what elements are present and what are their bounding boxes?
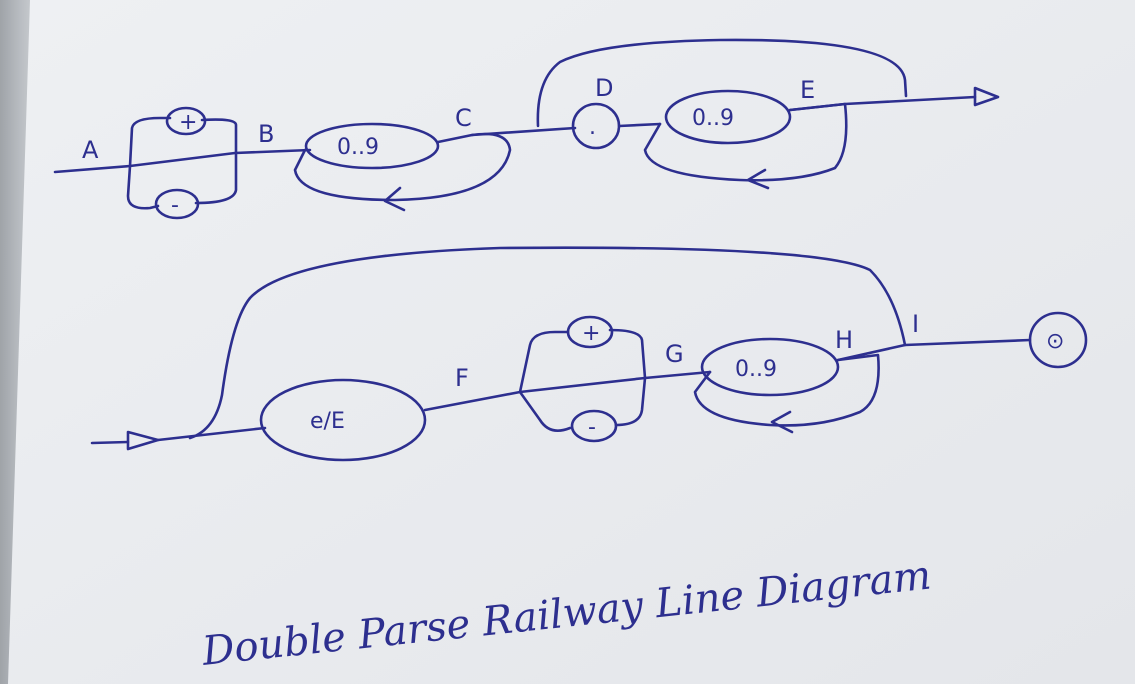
paper-sheet (8, 0, 1135, 684)
label-c: C (455, 104, 472, 132)
row1-loop2-arrow (746, 168, 770, 190)
row-2-railway (90, 246, 1088, 462)
row1-digits1-token: 0..9 (337, 135, 379, 160)
row-1-railway (53, 38, 1000, 220)
row2-plus-node[interactable] (566, 315, 614, 349)
label-i: I (912, 310, 919, 338)
label-g: G (665, 340, 684, 368)
row2-bypass-arc (188, 246, 907, 440)
row2-minus-token: - (588, 415, 596, 440)
row1-digits2-token: 0..9 (692, 106, 734, 131)
row2-digits-token: 0..9 (735, 357, 777, 382)
row1-bypass-arc (536, 38, 908, 128)
row2-entry-arrow (126, 430, 160, 451)
row1-plus-token: + (179, 110, 197, 135)
row1-digits1-node[interactable] (304, 122, 440, 170)
row1-exit-arrow (973, 86, 1000, 107)
label-e: E (800, 76, 815, 104)
row1-sign-branch (126, 116, 238, 210)
row1-plus-node[interactable] (165, 106, 207, 136)
row1-minus-token: - (171, 193, 179, 218)
row2-exp-token: e/E (310, 409, 345, 434)
row1-exit-line (788, 95, 977, 112)
row2-end-token: ⊙ (1046, 329, 1064, 354)
row2-exp-node[interactable] (259, 378, 427, 462)
row2-plus-token: + (582, 321, 600, 346)
row2-line-to-exp (156, 426, 267, 442)
row1-line-to-dot (470, 126, 577, 137)
row1-digits1-loop (293, 132, 512, 202)
label-a: A (82, 136, 99, 164)
row2-digits-node[interactable] (700, 337, 840, 397)
row2-entry-line (90, 440, 130, 445)
row1-digits2-node[interactable] (664, 89, 792, 145)
label-d: D (595, 74, 613, 102)
row2-loop-arrow (770, 410, 794, 434)
row2-exit-line (836, 338, 1032, 362)
row2-digits-loop (693, 353, 880, 427)
label-f: F (455, 364, 469, 392)
row1-loop1-arrow (383, 186, 406, 212)
row2-end-node (1028, 311, 1088, 369)
row1-main-line (53, 148, 312, 174)
row1-digits2-loop (643, 102, 848, 182)
row1-dot-token: . (589, 115, 596, 140)
row2-minus-node[interactable] (570, 409, 618, 443)
row2-line-to-digits (643, 370, 712, 380)
row1-minus-node[interactable] (154, 188, 200, 220)
row1-line-to-digits2 (617, 122, 662, 128)
label-h: H (835, 326, 853, 354)
row2-sign-branch (518, 328, 647, 432)
label-b: B (258, 120, 274, 148)
